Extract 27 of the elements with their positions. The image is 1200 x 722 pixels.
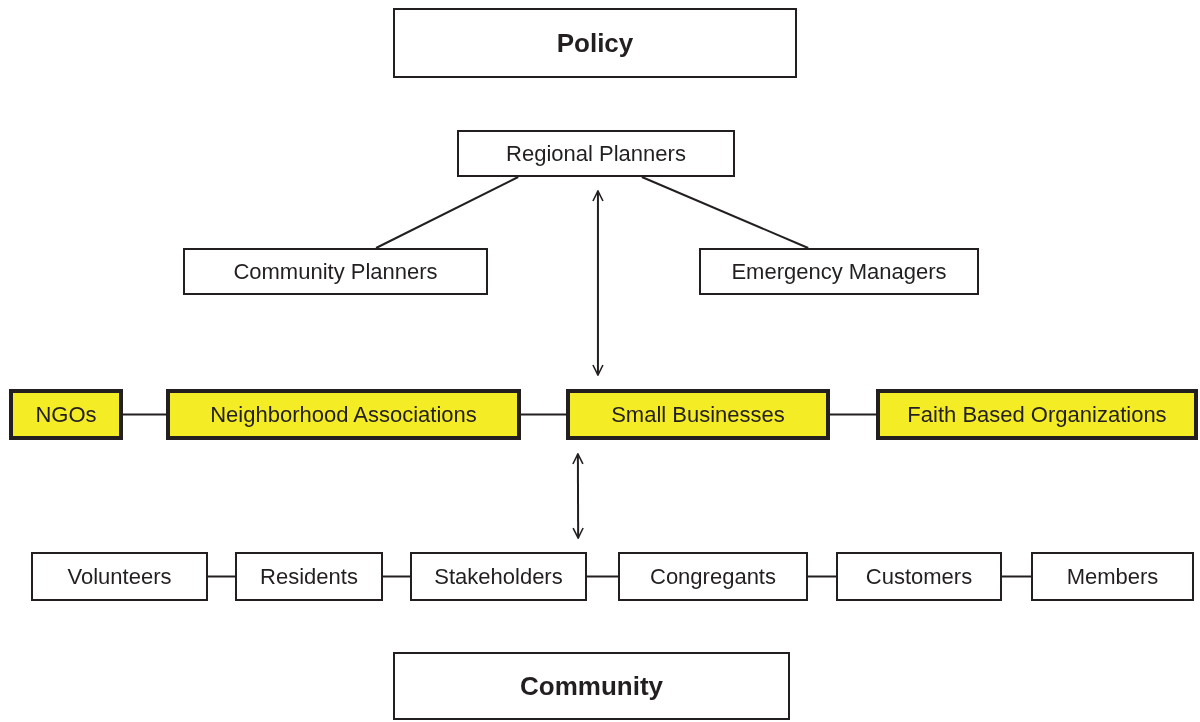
label-box: Members [1031, 552, 1194, 601]
heading-box: Community [393, 652, 790, 720]
label-box: Congregants [618, 552, 808, 601]
connector-line [807, 575, 837, 578]
highlighted-box: Neighborhood Associations [166, 389, 521, 440]
connector-line [520, 413, 567, 416]
highlighted-box: NGOs [9, 389, 123, 440]
label-box: Regional Planners [457, 130, 735, 177]
label-box: Customers [836, 552, 1002, 601]
double-arrow [572, 453, 584, 539]
label-box: Volunteers [31, 552, 208, 601]
connector-line [640, 176, 810, 249]
label-box: Residents [235, 552, 383, 601]
connector-line [586, 575, 619, 578]
connector-line [122, 413, 167, 416]
label-box: Emergency Managers [699, 248, 979, 295]
label-box: Stakeholders [410, 552, 587, 601]
highlighted-box: Faith Based Organizations [876, 389, 1198, 440]
connector-line [382, 575, 411, 578]
connector-line [375, 176, 520, 249]
label-box: Community Planners [183, 248, 488, 295]
connector-line [829, 413, 877, 416]
double-arrow [592, 190, 604, 376]
heading-box: Policy [393, 8, 797, 78]
connector-line [1001, 575, 1032, 578]
highlighted-box: Small Businesses [566, 389, 830, 440]
connector-line [207, 575, 236, 578]
